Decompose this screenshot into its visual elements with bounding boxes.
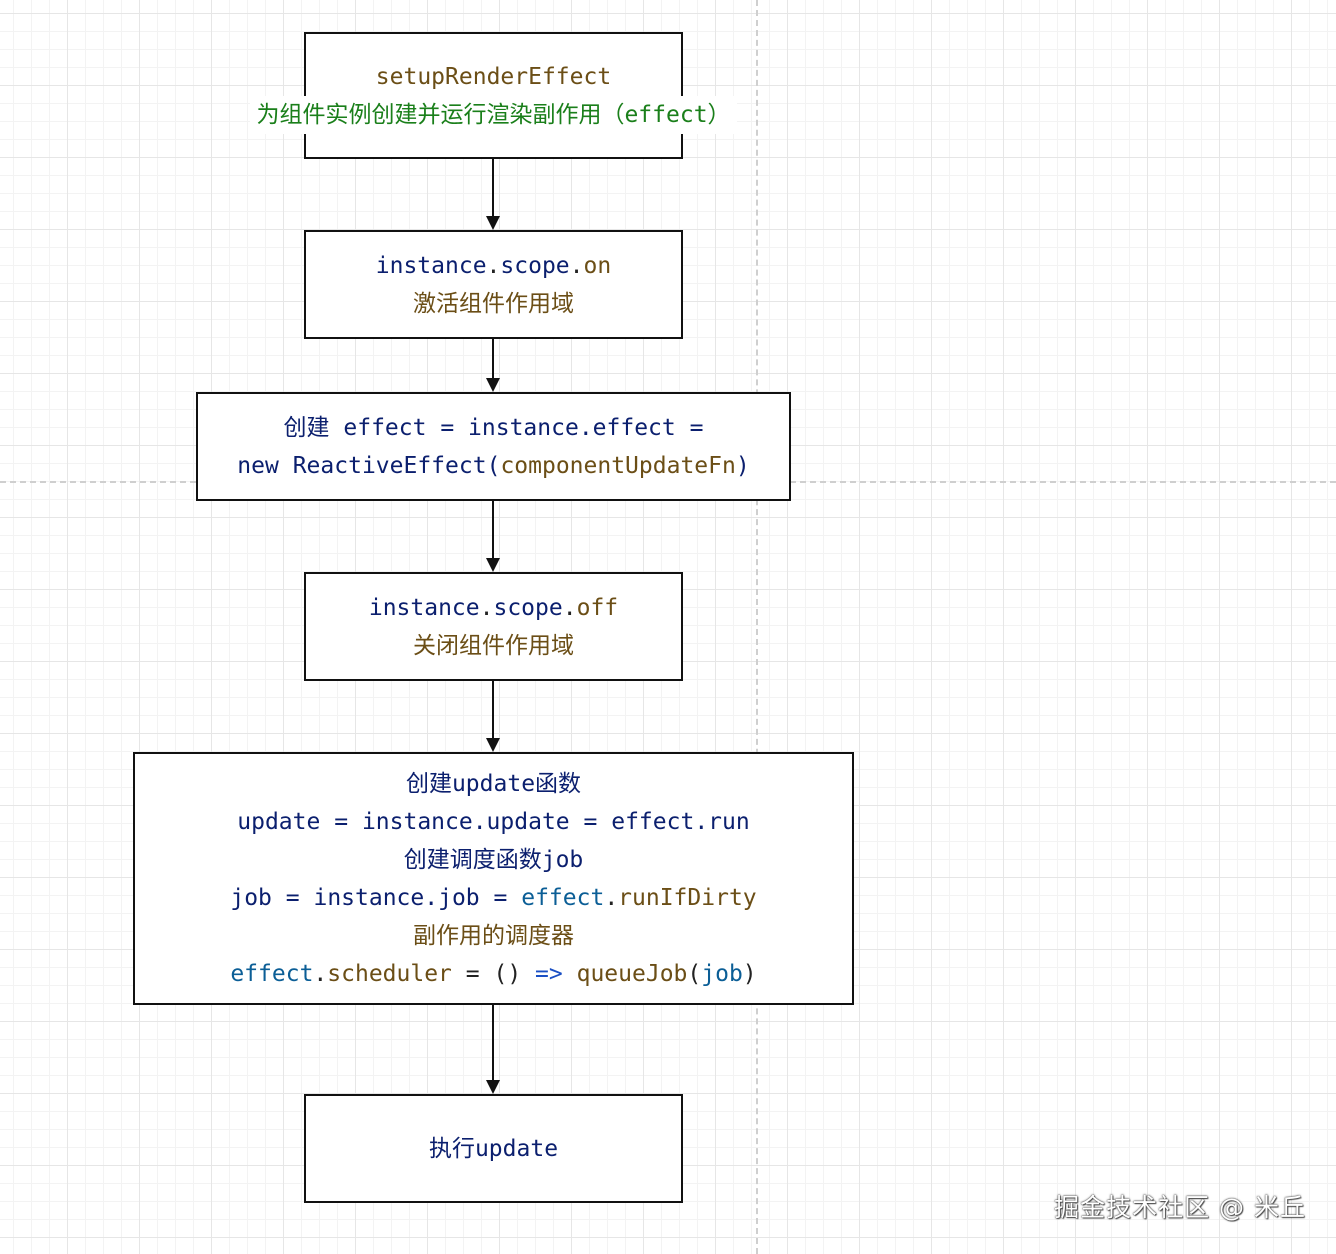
code-assign: = (285, 884, 300, 911)
code-var-effect: effect (343, 414, 427, 441)
code-target: instance.job (313, 884, 480, 911)
code-prop: scope (500, 252, 570, 279)
code-line-2: new ReactiveEffect(componentUpdateFn) (237, 447, 749, 485)
code-object: instance (375, 252, 487, 279)
code-update-line: update = instance.update = effect.run (237, 803, 749, 841)
code-dot: . (604, 884, 619, 911)
code-arg: componentUpdateFn (500, 452, 736, 479)
code-paren: ( (687, 960, 702, 987)
node-description: 激活组件作用域 (413, 290, 574, 317)
code-method: off (576, 594, 619, 621)
code-job-line: job = instance.job = effect.runIfDirty (230, 879, 756, 917)
code-object: instance (368, 594, 480, 621)
code-paren: ( (486, 452, 501, 479)
node-setup-render-effect: setupRenderEffect 为组件实例创建并运行渲染副作用（effect… (250, 32, 737, 159)
node-run-update: 执行update (304, 1094, 683, 1203)
code-dot: . (313, 960, 328, 987)
node-create-effect: 创建 effect = instance.effect = new Reacti… (196, 392, 791, 501)
code-method: on (583, 252, 612, 279)
code-parens: () (493, 960, 522, 987)
code-target: instance.effect (468, 414, 676, 441)
code-keyword-new: new (237, 452, 279, 479)
node-subtitle: 为组件实例创建并运行渲染副作用（effect） (250, 95, 737, 134)
code-line-1: 创建 effect = instance.effect = (284, 409, 704, 447)
arrow-5 (486, 1005, 500, 1094)
code-function: queueJob (576, 960, 688, 987)
heading-job: 创建调度函数job (403, 846, 584, 873)
code-value-object: effect (521, 884, 605, 911)
code-assign: = (689, 414, 704, 441)
arrow-1 (486, 159, 500, 230)
heading-scheduler: 副作用的调度器 (413, 922, 574, 949)
code-dot: . (479, 594, 494, 621)
node-title: setupRenderEffect (375, 63, 612, 90)
code-arg: job (701, 960, 743, 987)
heading-update: 创建update函数 (405, 770, 582, 797)
code-line: instance.scope.off (369, 589, 618, 627)
code-paren: ) (742, 960, 757, 987)
code-paren: ) (735, 452, 750, 479)
code-prop: scope (493, 594, 563, 621)
guide-line-vertical (756, 0, 758, 1254)
code-target: instance.update (361, 808, 570, 835)
code-assign: = (583, 808, 598, 835)
code-value-method: runIfDirty (618, 884, 757, 911)
code-line: instance.scope.on (376, 247, 611, 285)
node-scope-on: instance.scope.on 激活组件作用域 (304, 230, 683, 339)
code-var: job (230, 884, 272, 911)
code-dot: . (486, 252, 501, 279)
code-prop: scheduler (327, 960, 452, 987)
node-label: 执行update (428, 1135, 559, 1162)
node-scope-off: instance.scope.off 关闭组件作用域 (304, 572, 683, 681)
arrow-2 (486, 339, 500, 392)
code-var: update (237, 808, 321, 835)
code-assign: = (334, 808, 349, 835)
code-assign: = (465, 960, 480, 987)
code-dot: . (569, 252, 584, 279)
arrow-4 (486, 681, 500, 752)
code-arrow: => (535, 960, 563, 987)
watermark: 掘金技术社区 @ 米丘 (1054, 1193, 1306, 1222)
node-description: 关闭组件作用域 (413, 632, 574, 659)
code-class: ReactiveEffect (292, 452, 487, 479)
code-object: effect (230, 960, 314, 987)
code-value: effect.run (611, 808, 750, 835)
arrow-3 (486, 501, 500, 572)
label-create: 创建 (283, 414, 330, 441)
code-assign: = (440, 414, 455, 441)
code-assign: = (493, 884, 508, 911)
code-dot: . (562, 594, 577, 621)
code-scheduler-line: effect.scheduler = () => queueJob(job) (230, 955, 756, 993)
node-create-update: 创建update函数 update = instance.update = ef… (133, 752, 854, 1005)
